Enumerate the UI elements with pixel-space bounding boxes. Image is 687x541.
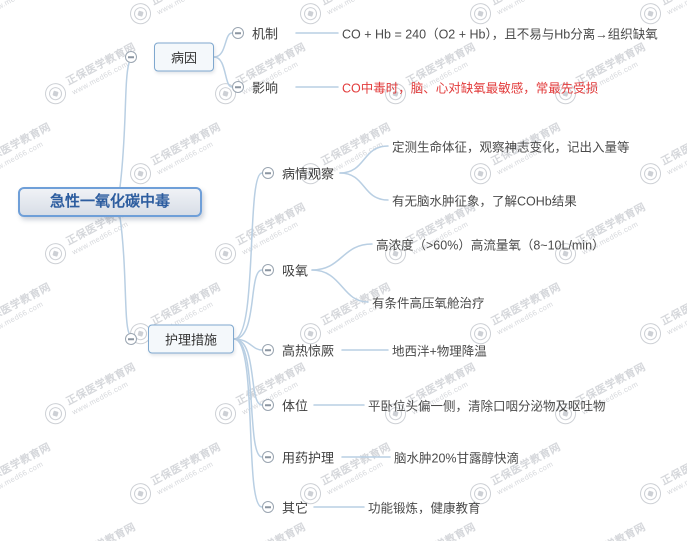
- leaf-observation-vitals[interactable]: 定测生命体征，观察神志变化，记出入量等: [392, 140, 630, 155]
- leaf-oxygen-highflow[interactable]: 高浓度（>60%）高流量氧（8~10L/min）: [376, 238, 605, 253]
- minus-icon: [128, 338, 134, 340]
- leaf-medication-detail[interactable]: 脑水肿20%甘露醇快滴: [394, 451, 520, 466]
- minus-icon: [128, 56, 134, 58]
- leaf-observation-edema[interactable]: 有无脑水肿征象，了解COHb结果: [392, 194, 577, 209]
- branch-node-etiology[interactable]: 病因: [154, 42, 215, 72]
- node-impact[interactable]: 影响: [252, 80, 279, 96]
- minus-icon: [265, 456, 271, 458]
- node-mechanism[interactable]: 机制: [252, 26, 279, 42]
- collapse-icon-observation[interactable]: [262, 167, 274, 179]
- minus-icon: [235, 32, 241, 34]
- node-condition-observation[interactable]: 病情观察: [282, 166, 335, 182]
- node-febrile-convulsion[interactable]: 高热惊厥: [282, 343, 335, 359]
- minus-icon: [265, 404, 271, 406]
- leaf-position-detail[interactable]: 平卧位头偏一侧，清除口咽分泌物及呕吐物: [368, 399, 606, 414]
- leaf-others-detail[interactable]: 功能锻炼，健康教育: [368, 501, 481, 516]
- leaf-mechanism-detail[interactable]: CO + Hb = 240（O2 + Hb），且不易与Hb分离→组织缺氧: [342, 27, 658, 42]
- collapse-icon-etiology[interactable]: [125, 51, 137, 63]
- collapse-icon-others[interactable]: [262, 501, 274, 513]
- collapse-icon-mechanism[interactable]: [232, 27, 244, 39]
- minus-icon: [265, 506, 271, 508]
- leaf-impact-detail[interactable]: CO中毒时，脑、心对缺氧最敏感，常最先受损: [342, 81, 599, 96]
- collapse-icon-convulsion[interactable]: [262, 344, 274, 356]
- leaf-oxygen-hyperbaric[interactable]: 有条件高压氧舱治疗: [372, 296, 485, 311]
- collapse-icon-nursing[interactable]: [125, 333, 137, 345]
- collapse-icon-medication[interactable]: [262, 451, 274, 463]
- node-position[interactable]: 体位: [282, 398, 309, 414]
- node-oxygen-therapy[interactable]: 吸氧: [282, 263, 309, 279]
- node-others[interactable]: 其它: [282, 500, 309, 516]
- minus-icon: [265, 172, 271, 174]
- branch-node-nursing-measures[interactable]: 护理措施: [148, 324, 235, 354]
- collapse-icon-oxygen[interactable]: [262, 264, 274, 276]
- collapse-icon-position[interactable]: [262, 399, 274, 411]
- minus-icon: [265, 269, 271, 271]
- leaf-convulsion-detail[interactable]: 地西泮+物理降温: [392, 344, 487, 359]
- collapse-icon-impact[interactable]: [232, 81, 244, 93]
- minus-icon: [235, 86, 241, 88]
- node-medication-care[interactable]: 用药护理: [282, 450, 335, 466]
- root-node-acute-co-poisoning[interactable]: 急性一氧化碳中毒: [18, 187, 202, 217]
- minus-icon: [265, 349, 271, 351]
